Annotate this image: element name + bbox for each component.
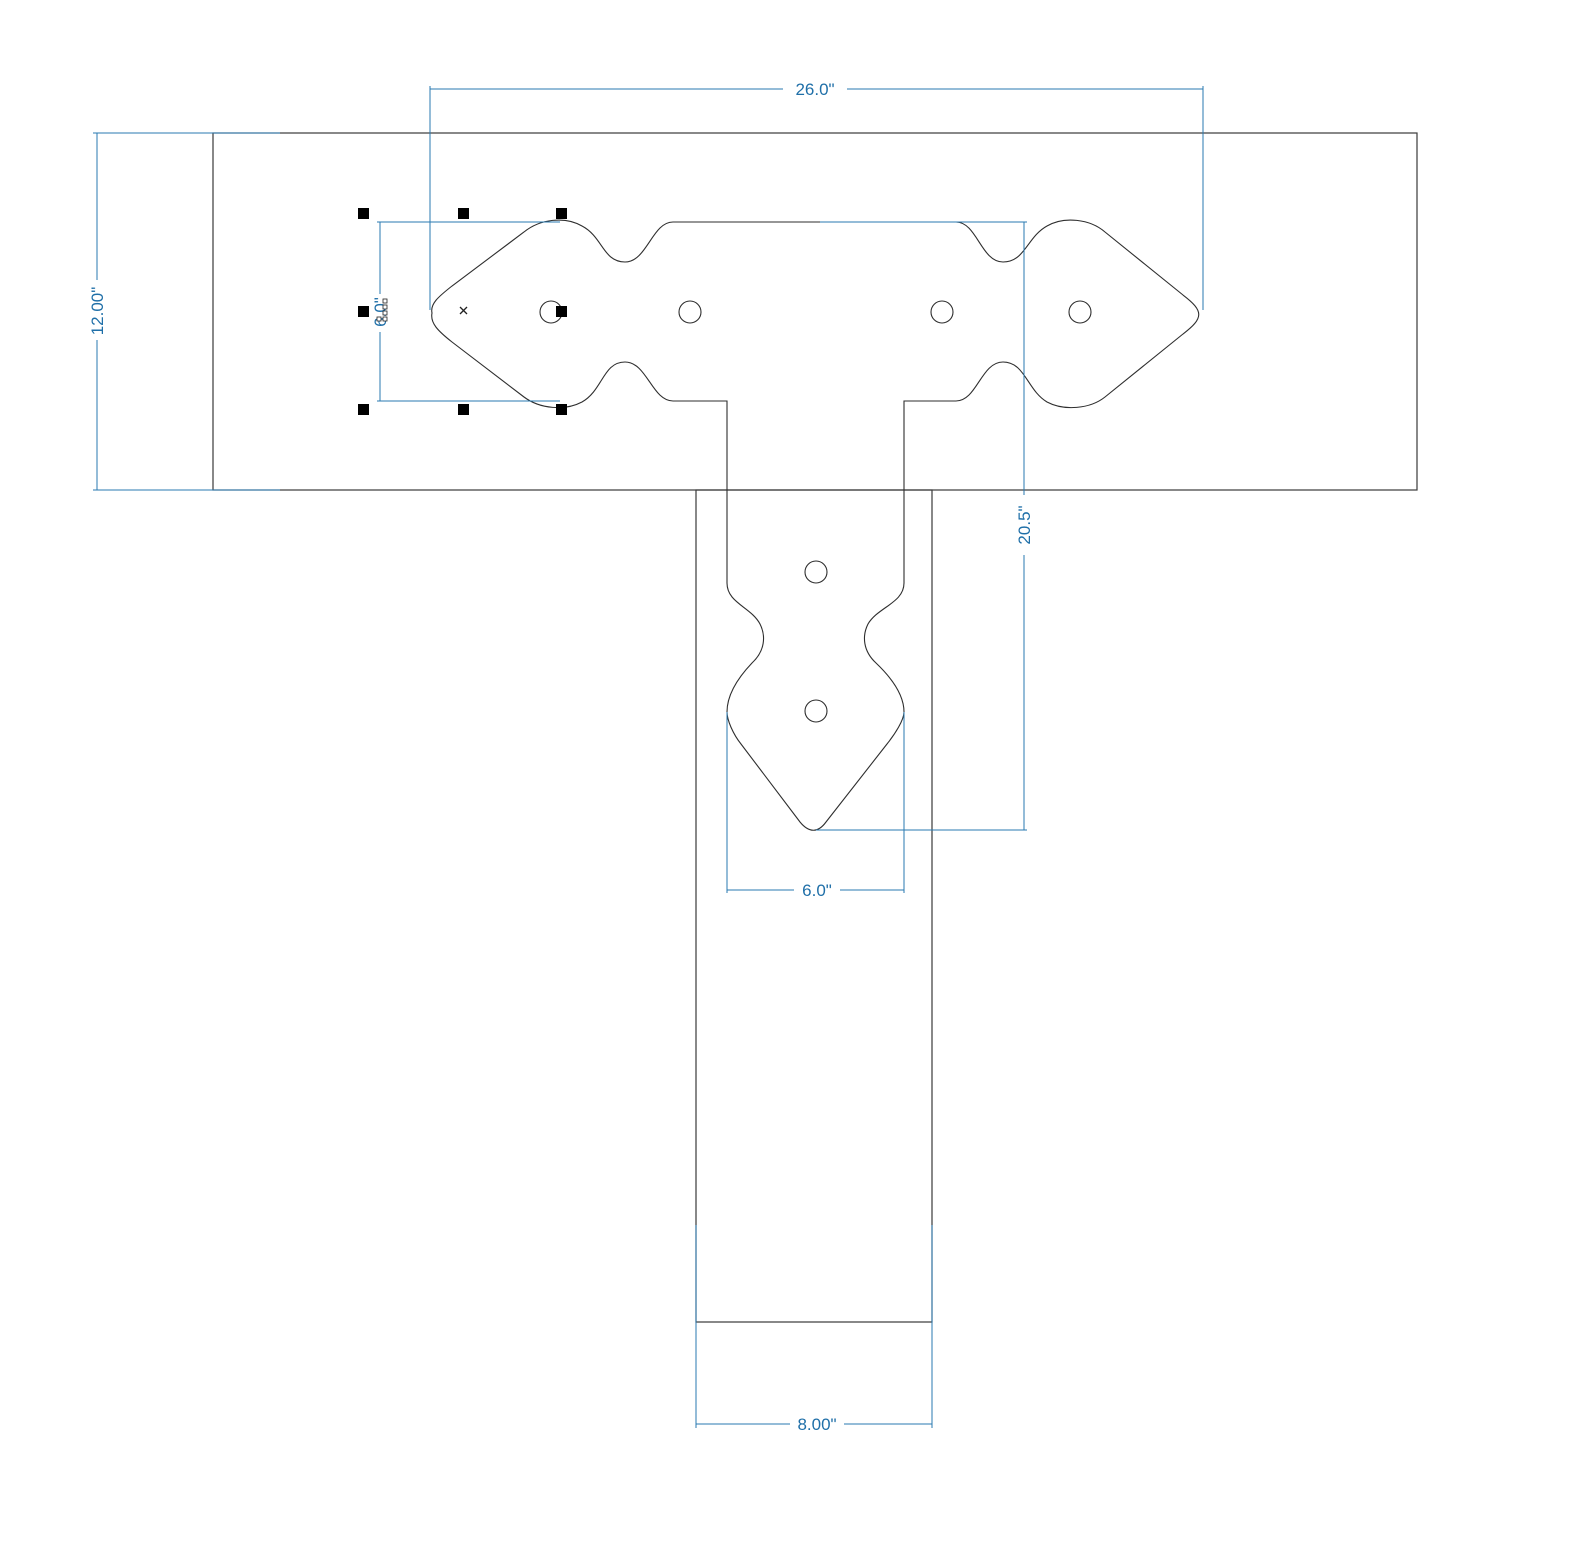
selection-handles[interactable] xyxy=(358,208,567,415)
dimension-beam-height[interactable]: 12.00" xyxy=(88,132,280,491)
resize-handle[interactable] xyxy=(358,208,369,219)
dimension-arm-height[interactable]: 6.0" xyxy=(371,221,560,402)
resize-handle[interactable] xyxy=(358,404,369,415)
resize-handle[interactable] xyxy=(458,404,469,415)
horizontal-beam xyxy=(212,132,1418,491)
resize-handle[interactable] xyxy=(556,404,567,415)
screw-hole xyxy=(804,560,828,584)
dimension-post-width[interactable]: 8.00" xyxy=(695,1225,933,1434)
screw-hole xyxy=(804,699,828,723)
dimension-label: 20.5" xyxy=(1015,505,1034,544)
resize-handle[interactable] xyxy=(358,306,369,317)
resize-handle[interactable] xyxy=(458,208,469,219)
resize-handle[interactable] xyxy=(556,208,567,219)
screw-hole xyxy=(930,300,954,324)
t-strap-plate[interactable] xyxy=(431,219,1200,831)
dimension-label: 8.00" xyxy=(797,1415,836,1434)
vertical-post xyxy=(695,489,933,1323)
rotation-center-icon[interactable] xyxy=(459,306,468,315)
screw-hole xyxy=(1068,300,1092,324)
dimension-label: 26.0" xyxy=(795,80,834,99)
resize-handle[interactable] xyxy=(556,306,567,317)
screw-hole xyxy=(678,300,702,324)
dimension-plate-drop[interactable]: 20.5" xyxy=(816,221,1034,831)
dimension-overall-width[interactable]: 26.0" xyxy=(429,80,1204,310)
text-anchor-handles[interactable] xyxy=(376,298,388,322)
dimension-label: 6.0" xyxy=(802,881,832,900)
dimension-stem-width[interactable]: 6.0" xyxy=(726,712,905,900)
dimension-label: 12.00" xyxy=(88,287,107,336)
